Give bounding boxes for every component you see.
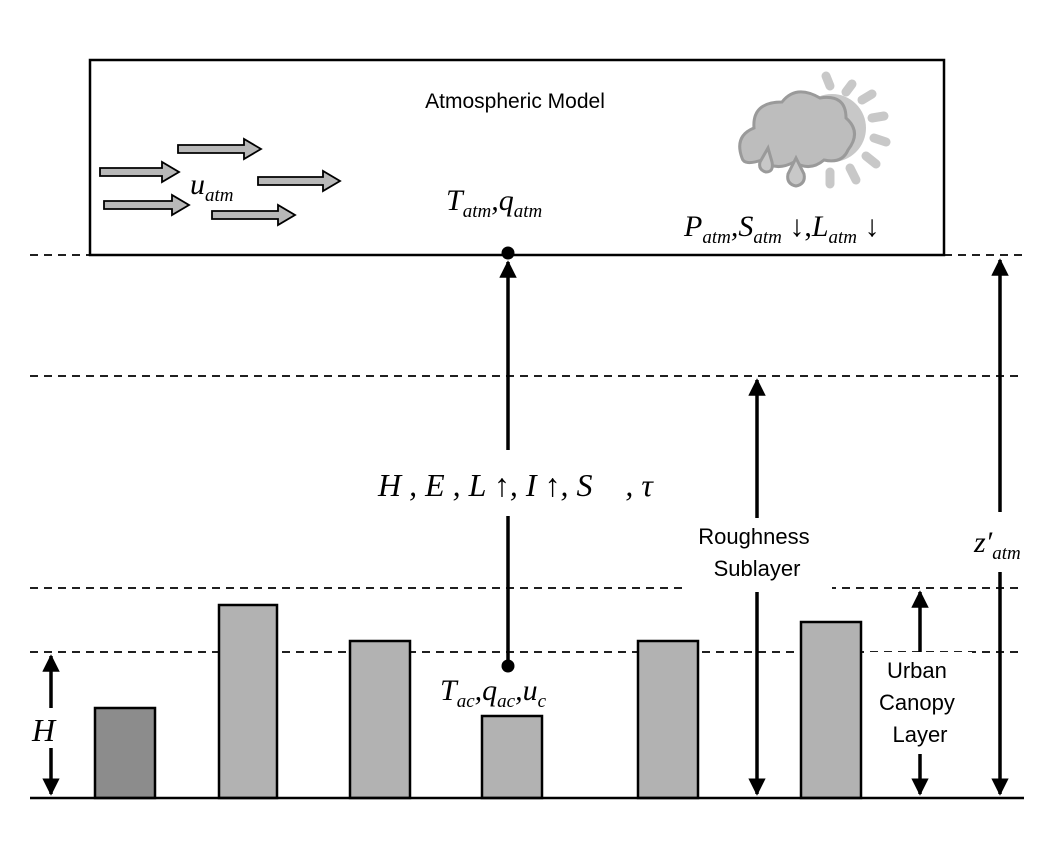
atmosphere-node: [502, 247, 515, 260]
building: [638, 641, 698, 798]
building: [482, 716, 542, 798]
canopy-symbols: Tac,qac,uc: [440, 674, 547, 712]
canopy-node: [502, 660, 515, 673]
height-symbol: H: [31, 712, 57, 748]
flux-symbols: H , E , L ↑, I ↑, S⃗ , τ: [377, 467, 654, 503]
building: [350, 641, 410, 798]
building: [219, 605, 277, 798]
building: [801, 622, 861, 798]
atmospheric-model-label: Atmospheric Model: [425, 90, 605, 113]
building: [95, 708, 155, 798]
